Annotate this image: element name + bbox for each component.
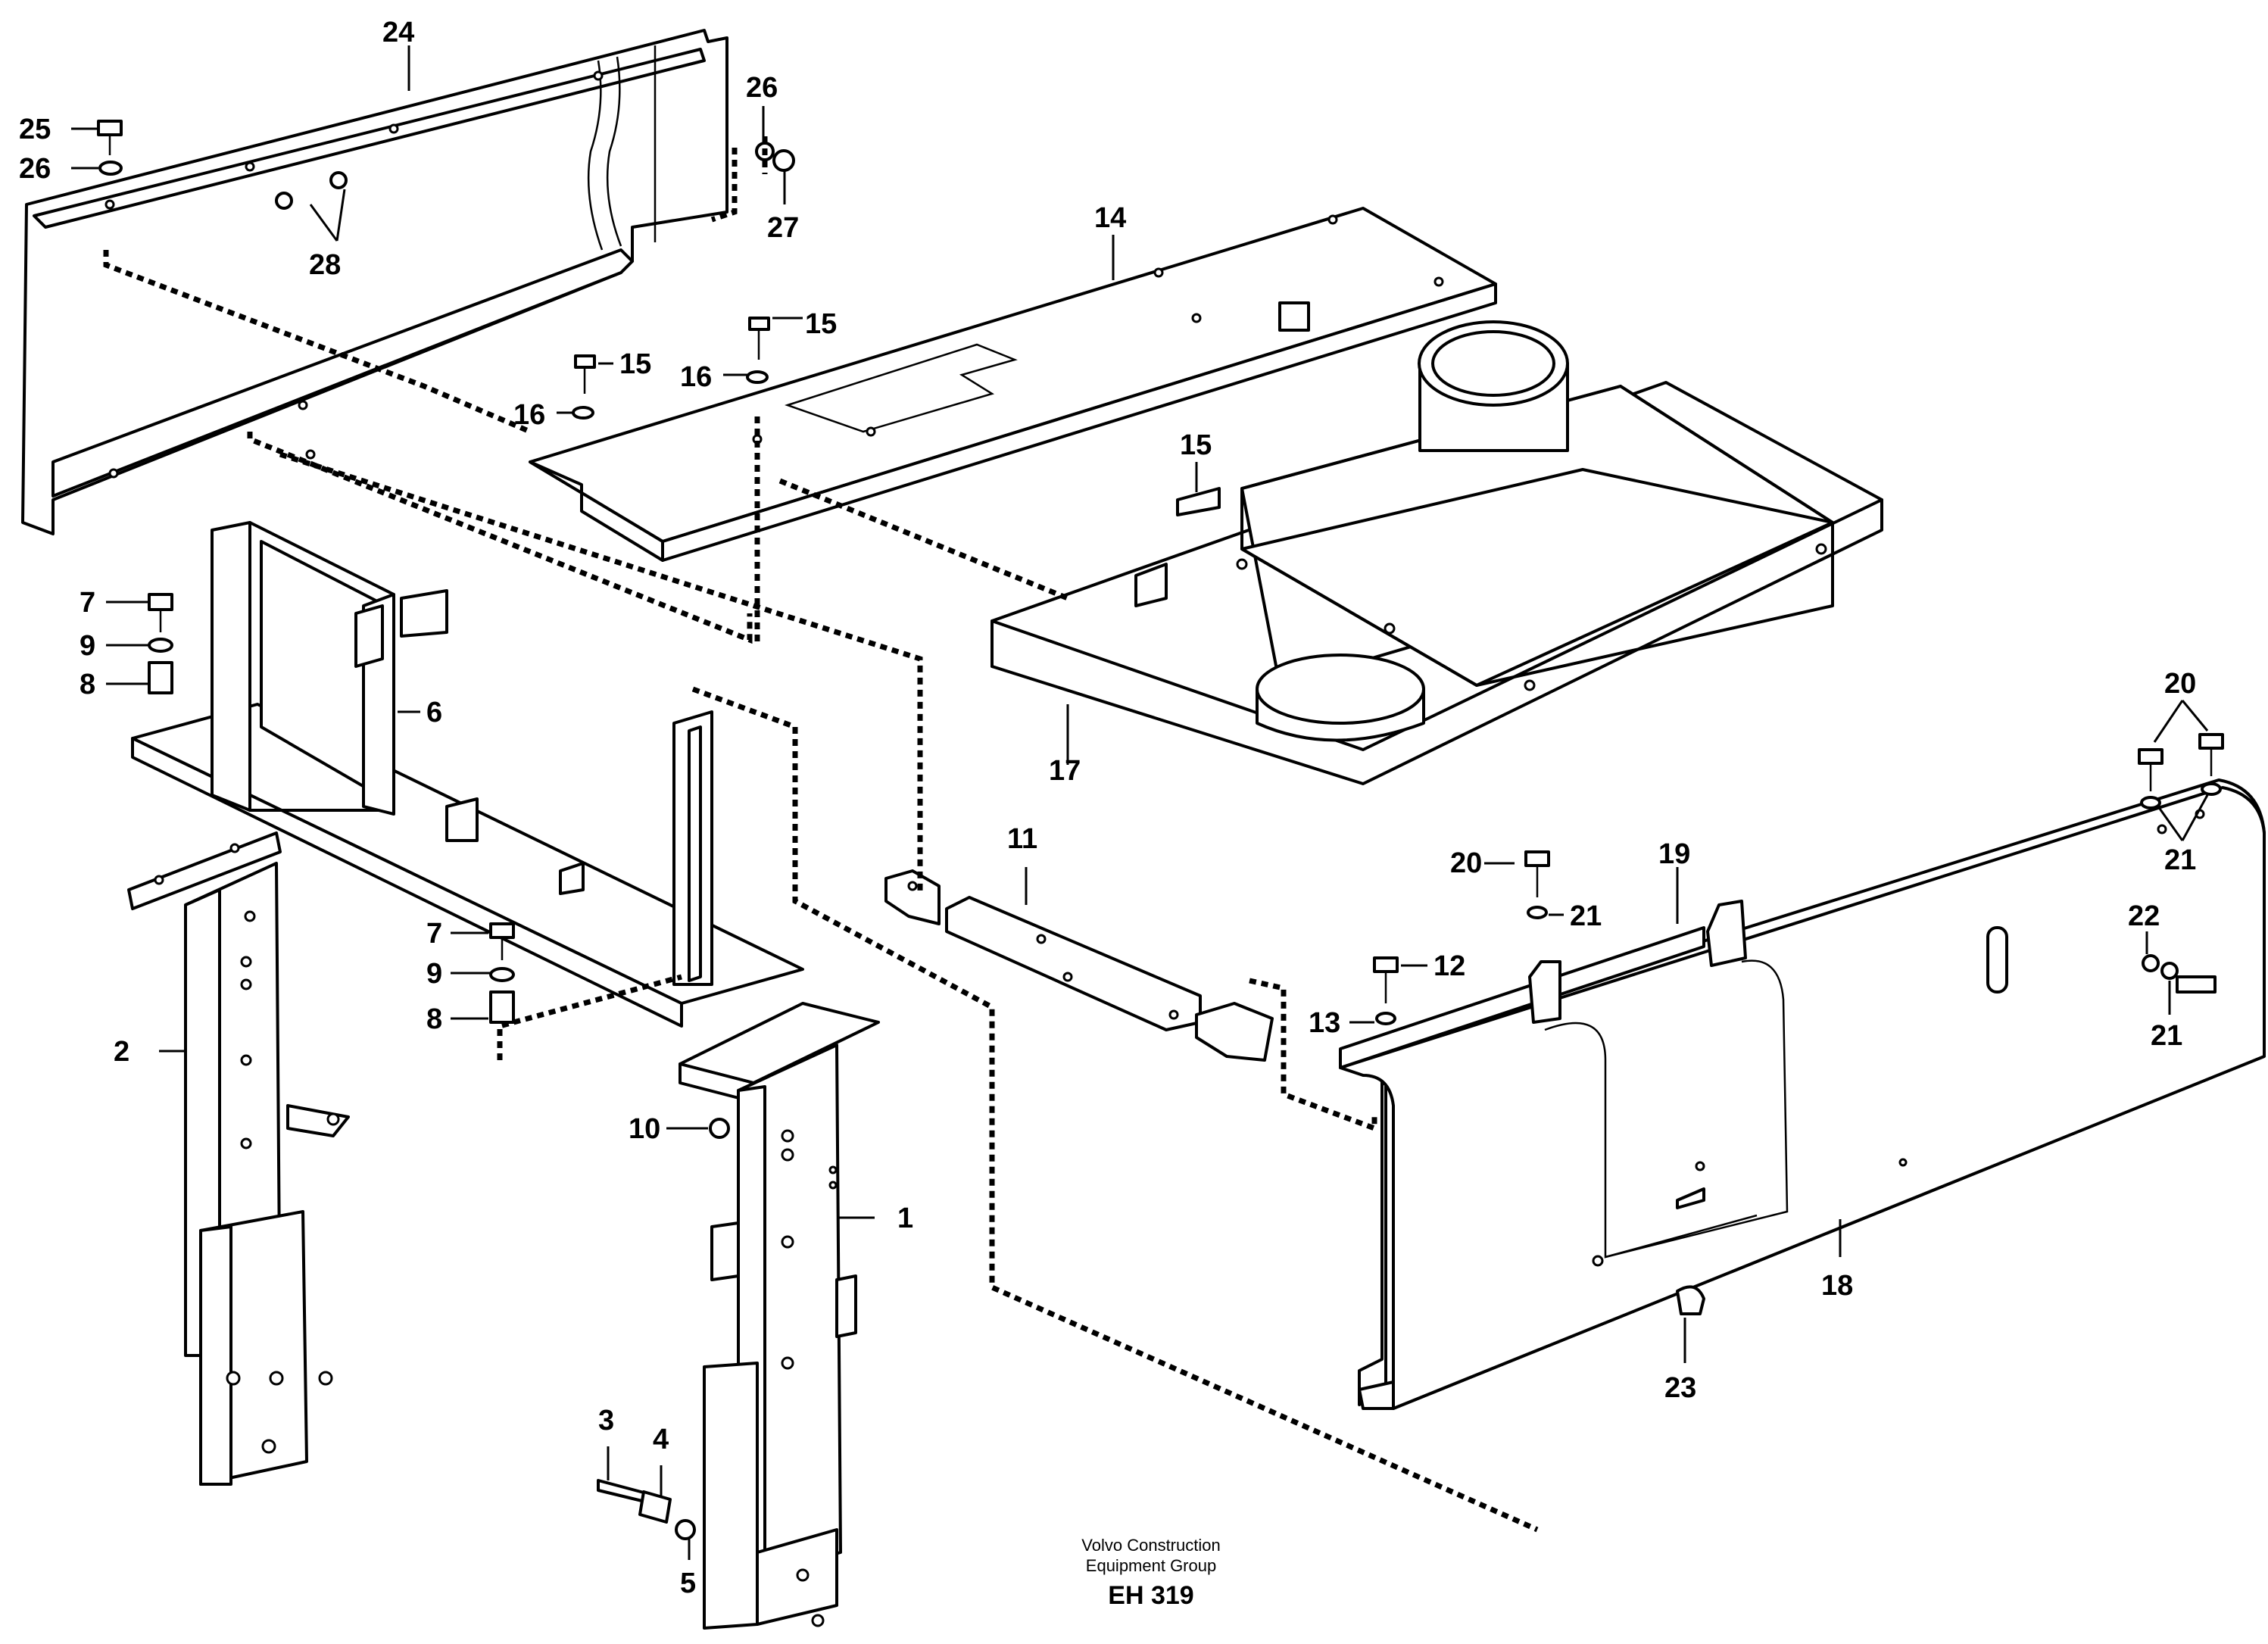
callout-7-top: 7: [80, 587, 95, 619]
bolt-20-c: [1524, 850, 1550, 867]
part-17-plenum-box: [990, 320, 1883, 785]
callout-26-left: 26: [19, 153, 51, 185]
part-24-bracket: [21, 29, 728, 535]
leader-lines: [71, 45, 2209, 1560]
spacer-8-lower: [489, 990, 515, 1024]
callout-12: 12: [1433, 950, 1465, 982]
bolt-7-lower: [489, 922, 515, 939]
footer-company-line2: Equipment Group: [1086, 1556, 1216, 1575]
grommet-23: [1676, 1285, 1705, 1315]
callout-2: 2: [114, 1036, 129, 1068]
callout-20-right: 20: [2164, 668, 2196, 700]
bolt-25: [97, 120, 123, 155]
washer-21-a: [2140, 796, 2161, 810]
callout-25: 25: [19, 114, 51, 145]
callout-22: 22: [2128, 900, 2160, 932]
washer-22: [2142, 954, 2160, 972]
washer-21-d: [2160, 962, 2179, 980]
washer-5: [675, 1519, 696, 1540]
washer-26: [98, 161, 123, 176]
spacer-4: [638, 1490, 672, 1524]
nut-10: [709, 1118, 730, 1139]
washer-13: [1375, 1012, 1396, 1025]
footer-diagram-code: EH 319: [1108, 1581, 1193, 1610]
bolt-15-a: [574, 354, 596, 369]
callout-15-a: 15: [805, 308, 837, 340]
callout-7-lower: 7: [426, 918, 442, 950]
callout-28: 28: [309, 249, 341, 281]
callout-18: 18: [1821, 1270, 1853, 1302]
callout-15-b: 15: [619, 348, 651, 380]
part-18-side-panel: [1339, 778, 2266, 1410]
bolt-12: [1373, 956, 1399, 973]
callout-8-lower: 8: [426, 1003, 442, 1035]
part-2-left-post: [127, 831, 350, 1486]
callout-16-a: 16: [680, 361, 712, 393]
washer-21-b: [2201, 782, 2222, 796]
bolt-20-a: [2138, 748, 2163, 765]
screw-15-c: [1176, 487, 1221, 516]
callout-14: 14: [1094, 202, 1126, 234]
callout-10: 10: [629, 1113, 660, 1145]
footer-company-line1: Volvo Construction: [1081, 1536, 1220, 1555]
part-11-angle-strip: [884, 869, 1274, 1062]
bolt-20-b: [2198, 733, 2224, 750]
callout-1: 1: [897, 1203, 913, 1234]
callout-23: 23: [1664, 1372, 1696, 1404]
callout-8-top: 8: [80, 669, 95, 700]
callout-26-right: 26: [746, 72, 778, 104]
callout-21-mid: 21: [1570, 900, 1602, 932]
washer-9-lower: [489, 967, 515, 982]
part-6-frame: [131, 521, 804, 1028]
callout-5: 5: [680, 1568, 696, 1599]
bolt-7: [148, 593, 173, 611]
nut-28b: [329, 171, 348, 189]
callout-labels: 24 25 26 26 27 28 14 15 15 15 16 16 7 9 …: [19, 17, 2196, 1599]
callout-16-b: 16: [513, 399, 545, 431]
part-1-right-post: [679, 1002, 880, 1630]
callout-20-mid: 20: [1450, 847, 1482, 879]
assembly-guide-lines: [103, 136, 1539, 1533]
callout-17: 17: [1049, 755, 1081, 787]
callout-27: 27: [767, 212, 799, 244]
bolt-22: [2176, 975, 2217, 994]
callout-19: 19: [1658, 838, 1690, 870]
washer-21-c: [1527, 906, 1548, 919]
callout-4: 4: [653, 1424, 669, 1455]
callout-21-lower: 21: [2151, 1020, 2182, 1052]
bolt-15-b: [748, 317, 770, 331]
washer-16-b: [746, 370, 769, 384]
callout-9-lower: 9: [426, 958, 442, 990]
nut-28: [275, 192, 293, 210]
callout-9-top: 9: [80, 630, 95, 662]
callout-21-right: 21: [2164, 844, 2196, 876]
washer-16-a: [572, 406, 594, 420]
callout-13: 13: [1309, 1007, 1340, 1039]
spacer-8: [148, 661, 173, 694]
part-14-cover-plate: [529, 207, 1497, 562]
callout-15-c: 15: [1180, 429, 1212, 461]
callout-11: 11: [1007, 823, 1037, 855]
washer-9: [148, 638, 173, 653]
callout-3: 3: [598, 1405, 614, 1437]
callout-24: 24: [382, 17, 414, 48]
callout-6: 6: [426, 697, 442, 728]
nut-27: [772, 149, 795, 172]
footer: Volvo Construction Equipment Group EH 31…: [1081, 1536, 1220, 1610]
